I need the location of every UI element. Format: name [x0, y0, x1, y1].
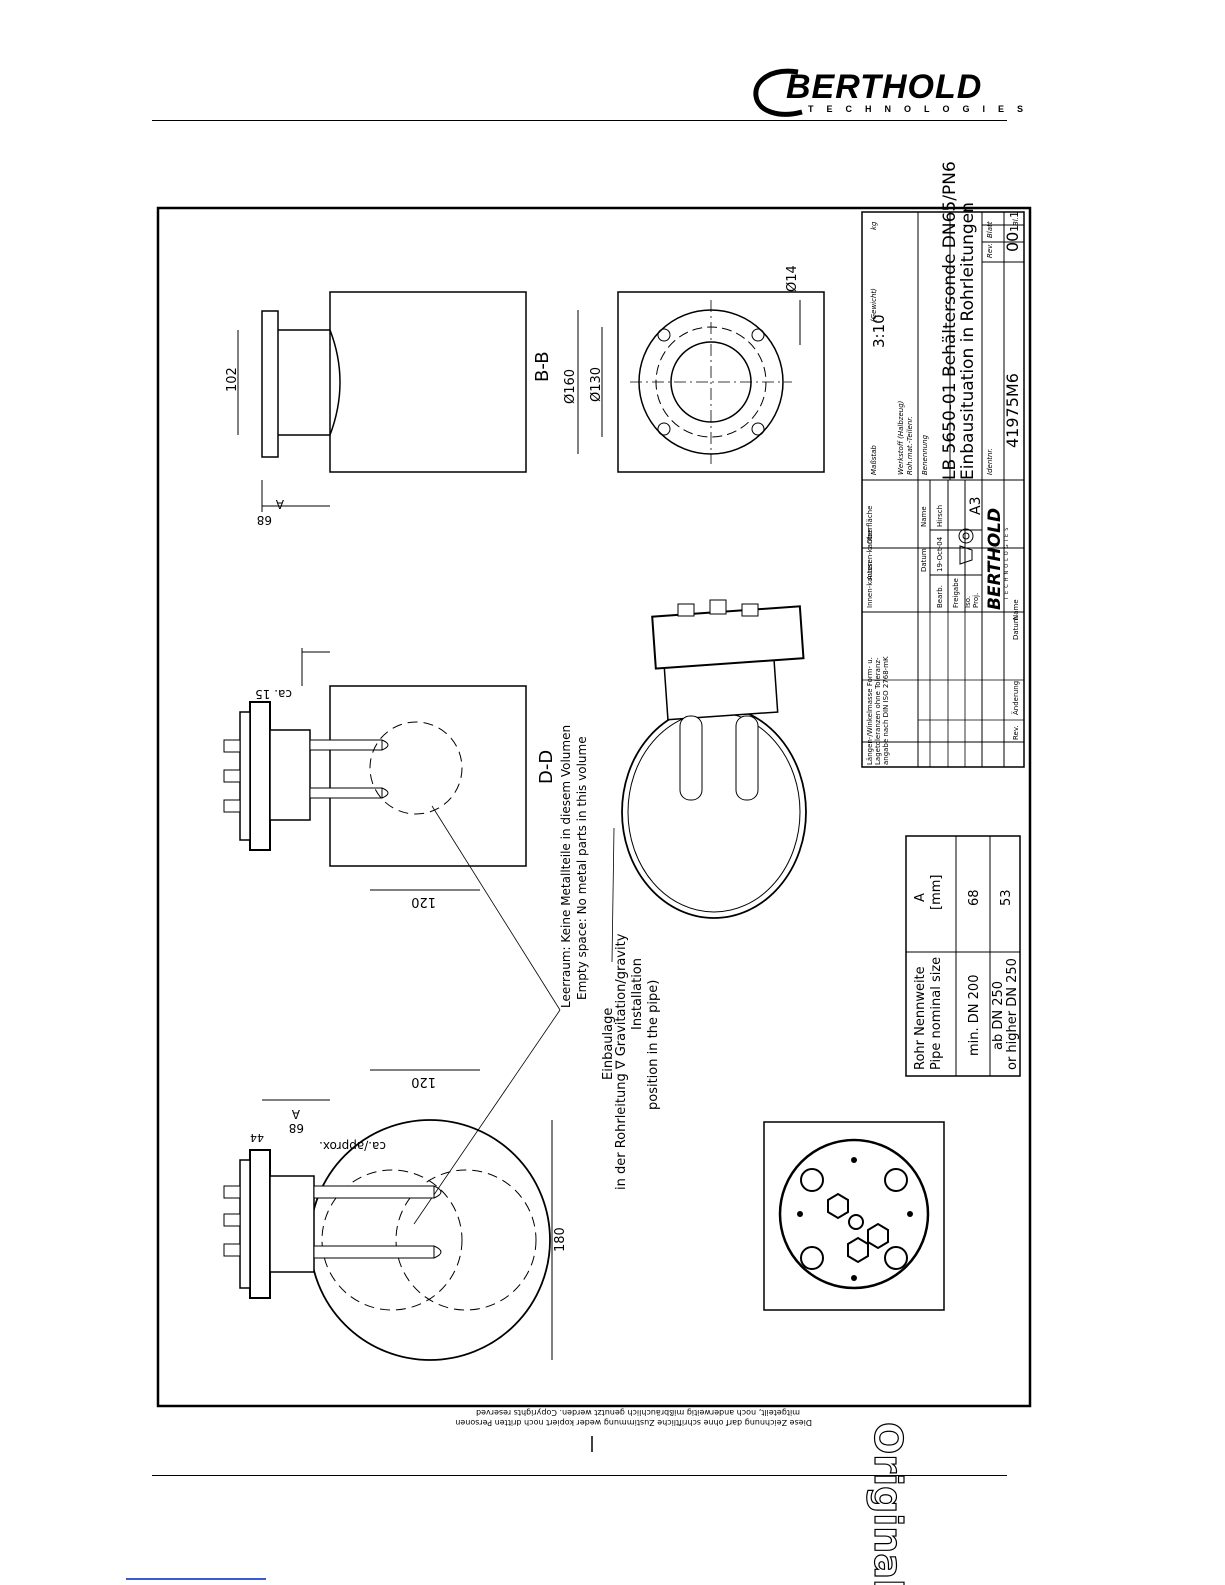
material-label: Werkstoff (Halbzeug) [897, 400, 905, 475]
date-col-label: Datum [1012, 616, 1020, 640]
tolerance-note-1: Längen-/Winkelmasse Form- u. [866, 657, 874, 765]
note-installation-en-1: Installation [630, 958, 645, 1030]
footer-link-underline [126, 1578, 266, 1580]
title-block-logo-sub: TECHNOLOGIES [1004, 525, 1010, 601]
footer-rule [152, 1475, 1007, 1476]
date-label: Datum [920, 548, 928, 572]
revision-value: 00 [1003, 232, 1022, 252]
dim-120-bottom: 120 [411, 1074, 436, 1089]
note-installation-de-2: in der Rohrleitung ∇ Gravitation/gravity [614, 933, 629, 1190]
drawing-date: 19-Oct-04 [936, 536, 944, 572]
dim-a-bottom: A [291, 1107, 300, 1121]
dim-ca15: ca. 15 [255, 687, 292, 701]
dim-120-dd: 120 [411, 894, 436, 909]
table-head-size-en: Pipe nominal size [929, 957, 944, 1070]
table-head-unit: [mm] [929, 875, 944, 910]
stamp-text: Original [866, 1422, 910, 1585]
logo-swoosh-icon [753, 68, 803, 117]
note-installation-de-1: Einbaulage [601, 1008, 616, 1080]
dim-180: 180 [553, 1227, 568, 1252]
note-installation-en-2: position in the pipe) [646, 980, 661, 1110]
view-d-d: ca. 15 120 D-D Leerraum: Keine Metalltei… [223, 648, 589, 1225]
outer-edges-label: Aussen-kanten [866, 528, 874, 580]
name-label: Benennung [921, 434, 929, 475]
weight-label: (Gewicht) [870, 288, 878, 322]
table-row2-a: 53 [999, 889, 1014, 906]
drawing-frame [156, 206, 1032, 1408]
inner-edges-label: Innen-kanten [866, 562, 874, 608]
raw-material-label: Roh.mat.-Teilenr. [906, 416, 914, 475]
sheets-label: Bl. [1012, 217, 1020, 226]
dim-130: Ø130 [589, 367, 604, 402]
sheets-value: 1 [1008, 211, 1021, 218]
drafter-name: Hirsch [936, 505, 944, 527]
view-b-b: 102 A 68 B-B Ø160 Ø130 Ø14 [225, 265, 825, 527]
surface-label: Oberfläche [866, 506, 874, 544]
table-head-a: A [913, 893, 928, 902]
dim-160: Ø160 [563, 369, 578, 404]
change-col-label: Änderung [1011, 681, 1020, 715]
sheet-label: Blatt [986, 221, 994, 238]
scale-label: Maßstab [870, 445, 878, 475]
note-empty-space-en: Empty space: No metal parts in this volu… [575, 736, 589, 1000]
copyright-line-2: mitgeteilt, noch anderweitig mißbräuchli… [476, 1408, 800, 1417]
sensor-top-photo [763, 1121, 945, 1311]
pipe-size-table: Rohr Nennweite Pipe nominal size A [mm] … [905, 835, 1021, 1077]
title-block-logo: BERTHOLD [985, 508, 1005, 610]
dim-68-bb: 68 [257, 513, 272, 527]
scale-value: 3:10 [870, 314, 888, 348]
logo-subtitle: TECHNOLOGIES [808, 104, 1037, 114]
name-col-label-2: Name [1012, 599, 1020, 620]
rev-label: Rev. [986, 243, 994, 258]
title-line-2: Einbausituation in Rohrleitungen [958, 202, 978, 480]
header-rule [152, 120, 1007, 121]
freigabe-label: Freigabe [952, 578, 960, 608]
bearb-label: Bearb. [936, 585, 944, 608]
ident-label: Identnr. [986, 448, 994, 475]
dim-68-bottom: 68 [289, 1121, 304, 1135]
projection-symbol-icon [958, 528, 974, 565]
title-line-1: LB 5650-01 Behältersonde DN65/PN6 [940, 161, 960, 480]
dim-ca-approx: ca./approx. [319, 1139, 386, 1153]
dim-44: 44 [250, 1131, 264, 1144]
ident-number: 41975M6 [1003, 373, 1022, 448]
note-empty-space-de: Leerraum: Keine Metallteile in diesem Vo… [559, 725, 573, 1008]
table-row2-size-2: or higher DN 250 [1005, 958, 1020, 1070]
paper-format: A3 [968, 497, 984, 515]
copyright-line-1: Diese Zeichnung darf ohne schriftliche Z… [455, 1418, 812, 1427]
tolerance-note-2: Lagetoleranzen ohne Toleranz- [874, 657, 882, 765]
table-row1-size: min. DN 200 [967, 975, 982, 1056]
dim-a-bb: A [275, 497, 284, 511]
logo-wordmark: BERTHOLD [786, 68, 983, 106]
tolerance-note-3: angabe nach DIN ISO 2768-mK [882, 656, 890, 765]
weight-unit: kg [870, 221, 878, 230]
proj-label: Proj. [972, 593, 980, 608]
label-d-d: D-D [536, 750, 557, 784]
view-pipe-section: 180 120 A 68 44 ca./approx. in der Rohrl… [223, 827, 661, 1361]
berthold-logo: BERTHOLD TECHNOLOGIES [752, 66, 1023, 122]
table-head-size-de: Rohr Nennweite [913, 966, 928, 1070]
dim-14: Ø14 [785, 265, 800, 292]
rev-col-label: Rev. [1012, 725, 1020, 740]
table-row1-a: 68 [967, 889, 982, 906]
sheet-value: 1 [1008, 225, 1021, 232]
view-pipe-isometric [621, 599, 807, 919]
iso-label: Iso. [964, 596, 972, 608]
name-col-label: Name [920, 506, 928, 527]
dim-102: 102 [225, 367, 240, 392]
original-stamp: Original [865, 1421, 910, 1585]
title-block: LB 5650-01 Behältersonde DN65/PN6 Einbau… [861, 161, 1025, 768]
table-row2-size-1: ab DN 250 [991, 981, 1006, 1050]
label-b-b: B-B [532, 351, 553, 382]
